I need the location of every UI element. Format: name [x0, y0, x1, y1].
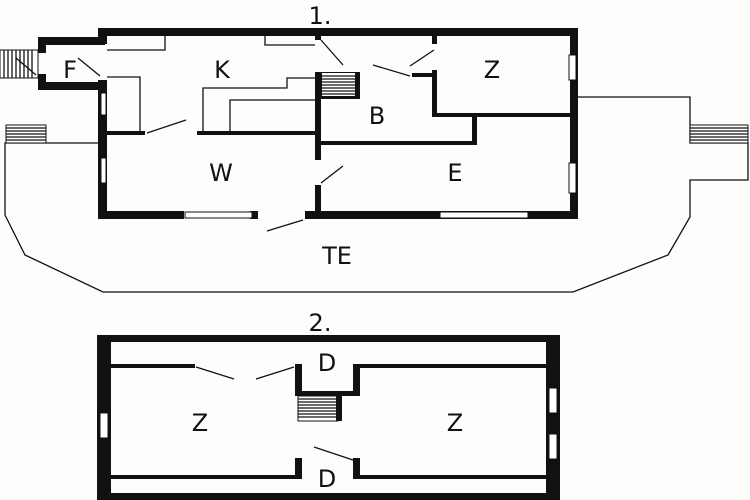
window [548, 387, 558, 414]
interior-stairs-floor-2 [297, 395, 342, 422]
room-label-z: Z [484, 56, 500, 84]
window [184, 211, 253, 219]
window [568, 162, 577, 194]
interior-walls-floor-2 [111, 364, 546, 479]
window [99, 412, 109, 439]
room-label-e: E [447, 159, 462, 187]
window [100, 157, 107, 184]
room-label-d-bottom: D [318, 465, 336, 493]
window [439, 211, 529, 219]
room-label-te: TE [321, 242, 352, 270]
terrace-stairs-right [689, 124, 749, 144]
door-swings-floor-1 [77, 39, 435, 232]
interior-walls-floor-1 [107, 28, 578, 219]
room-label-z-right: Z [447, 409, 463, 437]
room-label-z-left: Z [192, 409, 208, 437]
window [100, 92, 107, 116]
room-label-f: F [63, 56, 77, 84]
kitchen-counters [107, 36, 318, 133]
floor-1: 1. K F Z B W E TE [0, 2, 749, 293]
window [548, 433, 558, 460]
terrace-stairs-left [5, 124, 47, 144]
room-label-w: W [209, 159, 233, 187]
room-label-k: K [214, 56, 231, 84]
floor-2-title: 2. [309, 309, 332, 337]
room-label-d-top: D [318, 349, 336, 377]
floor-2: 2. D Z Z D [97, 309, 560, 500]
entry-stairs [0, 49, 39, 79]
door-swings-floor-2 [195, 366, 354, 461]
floor-1-title: 1. [309, 2, 332, 30]
room-label-b: B [369, 102, 385, 130]
window [568, 54, 577, 81]
interior-stairs-floor-1 [320, 72, 360, 99]
